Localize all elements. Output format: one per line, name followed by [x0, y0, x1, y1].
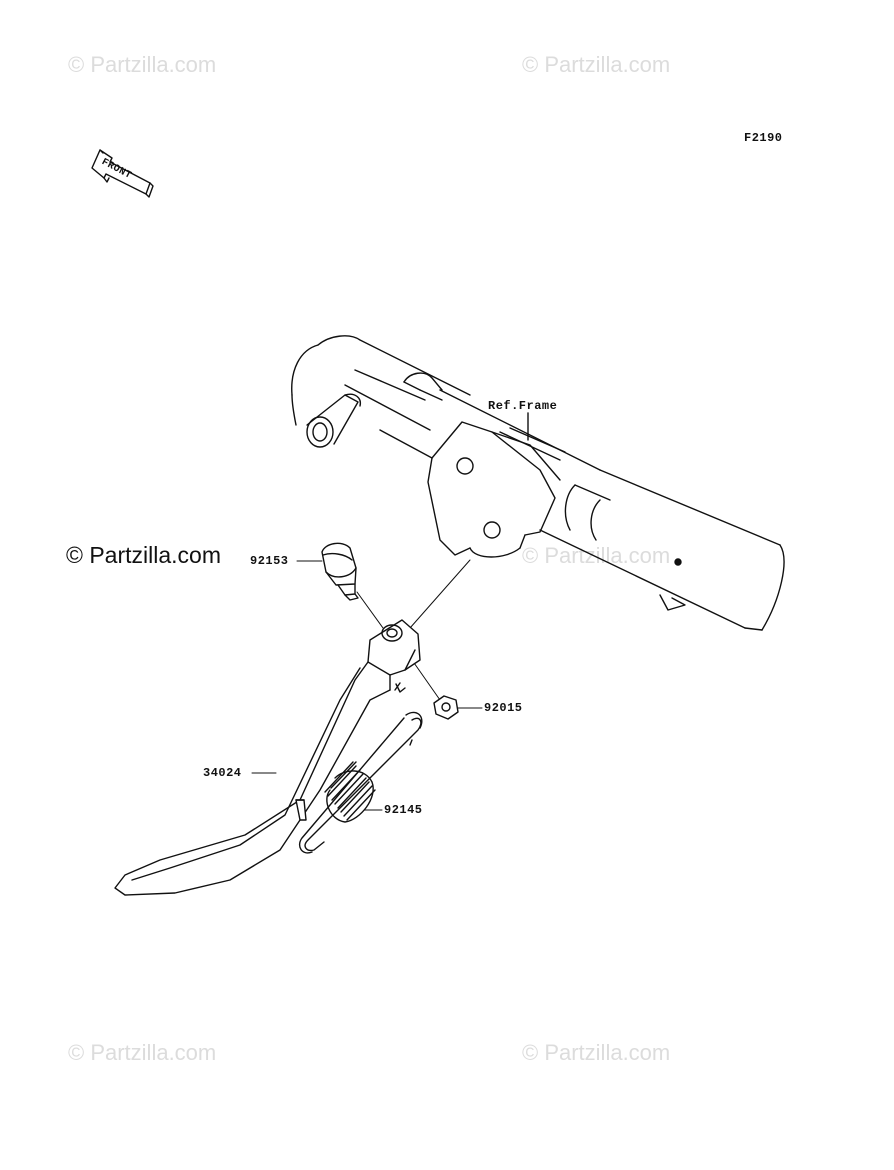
spring-92145-drawing	[298, 711, 423, 854]
watermark-middle-left: © Partzilla.com	[66, 542, 221, 568]
part-label-92145[interactable]: 92145	[384, 803, 423, 817]
part-label-92153[interactable]: 92153	[250, 554, 289, 568]
frame-drawing	[291, 335, 785, 631]
figure-code: F2190	[744, 131, 783, 145]
watermark-top-left: © Partzilla.com	[68, 52, 217, 77]
front-arrow-icon	[91, 149, 154, 198]
watermark-bottom-left: © Partzilla.com	[68, 1040, 217, 1065]
nut-92015-drawing	[433, 695, 459, 720]
side-stand-34024-drawing	[114, 619, 421, 896]
watermark-middle-right: © Partzilla.com	[522, 543, 671, 568]
bolt-92153-drawing	[321, 542, 359, 601]
ref-frame-label: Ref.Frame	[488, 399, 558, 413]
watermark-top-right: © Partzilla.com	[522, 52, 671, 77]
watermark-bottom-right: © Partzilla.com	[522, 1040, 671, 1065]
part-label-34024[interactable]: 34024	[203, 766, 242, 780]
part-label-92015[interactable]: 92015	[484, 701, 523, 715]
